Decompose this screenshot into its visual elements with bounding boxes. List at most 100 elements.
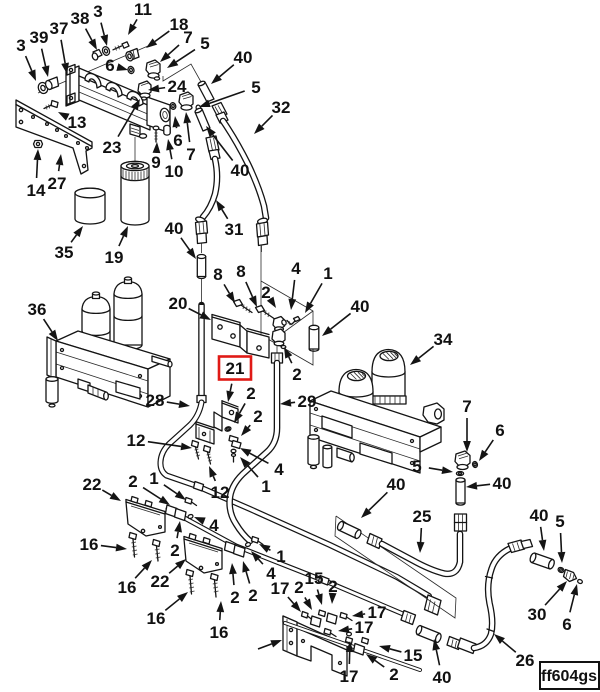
plate-27 (15, 99, 93, 175)
callout-label-40: 40 (530, 506, 549, 525)
bolt-8-right (254, 304, 275, 320)
callout-label-23: 23 (103, 138, 122, 157)
callout-label-6: 6 (105, 56, 114, 75)
callout-label-3: 3 (93, 2, 102, 21)
callout-25-69: 25 (413, 507, 431, 553)
clamp-cluster-22-right (223, 535, 264, 558)
callout-2-58: 2 (229, 563, 240, 607)
callout-label-16: 16 (210, 623, 229, 642)
callout-label-8: 8 (236, 262, 245, 281)
callout-23-15: 23 (103, 99, 140, 157)
callout-2-31: 2 (261, 283, 276, 308)
callout-label-40: 40 (351, 297, 370, 316)
sleeve-40-bottom (415, 624, 442, 644)
manifold-23 (65, 63, 171, 162)
assembly-34 (307, 348, 445, 474)
washer-6-top (127, 65, 135, 75)
callout-label-7: 7 (462, 397, 471, 416)
sleeve-40-hose28 (196, 253, 207, 305)
sleeve-40-h25-left (336, 520, 362, 540)
callout-34-35: 34 (410, 330, 453, 365)
phantom-line-top (162, 63, 211, 99)
phantom-box-bottom (334, 515, 457, 619)
callout-24-11: 24 (148, 77, 187, 96)
callout-label-22: 22 (83, 475, 102, 494)
callout-label-9: 9 (151, 153, 160, 172)
washer-3-right (101, 46, 111, 56)
spacer-39 (44, 76, 60, 91)
canister-35 (74, 187, 106, 225)
callout-label-40: 40 (493, 474, 512, 493)
figure-code-text: ff604gs (541, 668, 597, 685)
sleeve-40-mid (194, 107, 211, 132)
callout-label-2: 2 (253, 407, 262, 426)
callout-22-46: 22 (83, 475, 121, 501)
callout-16-55: 16 (210, 601, 229, 642)
callout-16-54: 16 (147, 592, 188, 628)
callout-6-16: 6 (172, 116, 183, 150)
filter-19 (120, 160, 150, 226)
callout-40-22: 40 (206, 126, 249, 180)
callout-16-52: 16 (118, 560, 152, 597)
callout-1-44: 1 (240, 457, 271, 496)
coupling-31 (205, 135, 221, 161)
callout-label-18: 18 (170, 15, 189, 34)
bracket-22-left (125, 495, 166, 537)
callout-1-48: 1 (149, 469, 186, 500)
callout-label-24: 24 (168, 77, 187, 96)
callout-7-17: 7 (183, 112, 196, 164)
callout-4-32: 4 (288, 259, 301, 310)
elbow-7-mid (178, 91, 194, 111)
bolts-12 (190, 439, 213, 465)
callout-label-16: 16 (80, 535, 99, 554)
bolt-11 (112, 41, 130, 51)
callout-16-51: 16 (80, 535, 127, 554)
hose-26 (456, 544, 515, 655)
bolt-13 (43, 99, 59, 110)
callout-label-28: 28 (146, 391, 165, 410)
callout-28-38: 28 (146, 391, 190, 410)
callout-26-79: 26 (494, 634, 534, 670)
callout-29-39: 29 (280, 392, 316, 411)
callout-5-74: 5 (412, 457, 453, 476)
callout-18-6: 18 (146, 15, 188, 48)
callout-label-7: 7 (183, 28, 192, 47)
callout-label-15: 15 (404, 646, 423, 665)
fitting-18 (125, 47, 140, 62)
callout-3-0: 3 (16, 36, 36, 81)
washers-bracket-21 (224, 426, 242, 463)
hose-32 (219, 117, 270, 252)
callout-label-2: 2 (170, 541, 179, 560)
callout-2-36: 2 (284, 347, 302, 384)
callout-40-9: 40 (211, 48, 252, 84)
callout-5-12: 5 (199, 78, 261, 108)
callout-label-1: 1 (261, 477, 270, 496)
callout-1-56: 1 (259, 544, 286, 566)
callout-6-73: 6 (479, 421, 505, 461)
sleeve-40-h25-top (455, 477, 466, 506)
callout-2-61: 2 (294, 578, 312, 610)
callout-label-20: 20 (169, 294, 188, 313)
callout-17-63: 17 (271, 579, 301, 612)
callout-40-34: 40 (322, 297, 369, 336)
callout-label-2: 2 (292, 365, 301, 384)
callout-37-2: 37 (50, 19, 69, 74)
callout-label-4: 4 (291, 259, 301, 278)
bracket-20 (211, 313, 270, 359)
callout-13-14: 13 (58, 112, 86, 132)
callout-label-2: 2 (294, 578, 303, 597)
callout-31-26: 31 (216, 200, 243, 239)
callout-12-42: 12 (127, 431, 192, 451)
callout-label-7: 7 (186, 145, 195, 164)
callout-label-16: 16 (118, 578, 137, 597)
phantom-box-mid (260, 246, 314, 366)
callout-1-33: 1 (305, 264, 333, 313)
callout-5-76: 5 (555, 512, 566, 563)
callout-label-1: 1 (149, 469, 158, 488)
extra-arrow-0 (257, 640, 282, 650)
bolts-16-right (185, 568, 219, 598)
callout-label-34: 34 (434, 330, 453, 349)
callout-label-17: 17 (355, 618, 374, 637)
